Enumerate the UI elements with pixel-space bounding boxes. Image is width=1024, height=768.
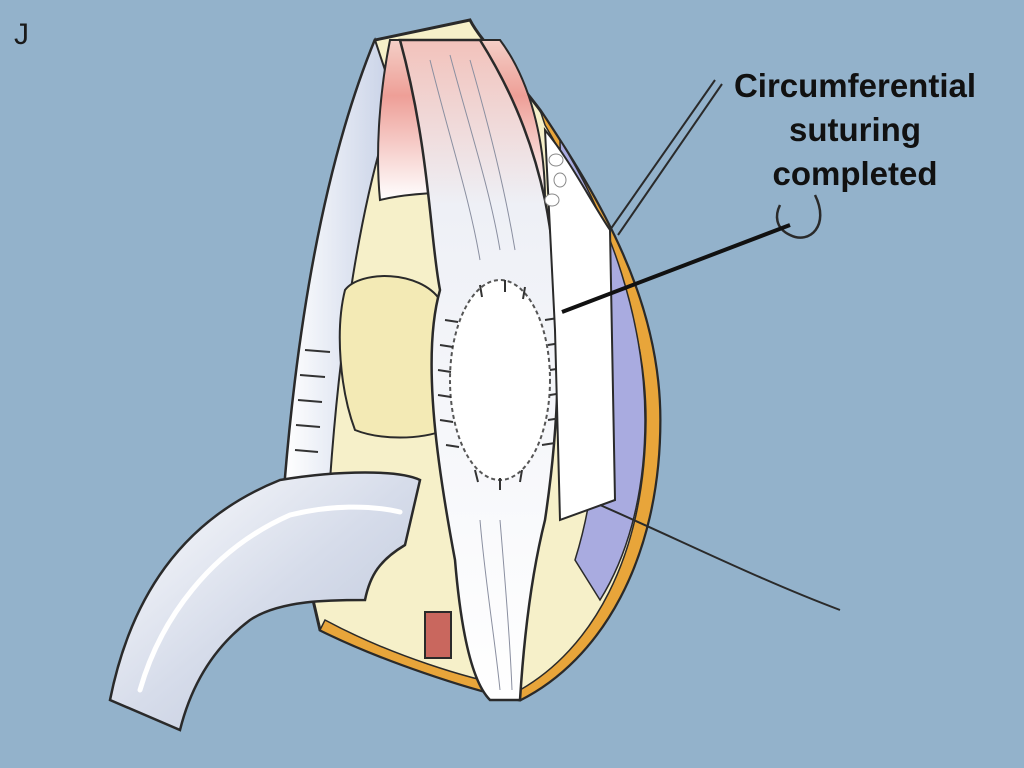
callout-label: Circumferential suturing completed: [700, 64, 1010, 196]
panel-letter: J: [14, 18, 29, 51]
callout-leader-line: [561, 223, 791, 314]
retractor-instrument: [108, 471, 422, 732]
suture-thread-upper: [609, 79, 716, 231]
callout-line-2: suturing: [789, 111, 921, 148]
callout-line-3: completed: [772, 155, 938, 192]
right-retracted-flap: [543, 127, 617, 522]
graft-patch: [449, 279, 551, 481]
retractor-highlight: [137, 504, 403, 693]
suture-thread-upper-2: [617, 83, 723, 236]
femoral-condyle: [338, 275, 447, 439]
callout-line-1: Circumferential: [733, 67, 977, 104]
suture-thread-lower: [599, 504, 841, 611]
suture-needle: [775, 194, 822, 239]
tendon-fibers: [429, 54, 516, 691]
bone-block: [424, 611, 452, 659]
left-flap-sutures: [294, 349, 331, 453]
fat-globules: [544, 153, 567, 207]
